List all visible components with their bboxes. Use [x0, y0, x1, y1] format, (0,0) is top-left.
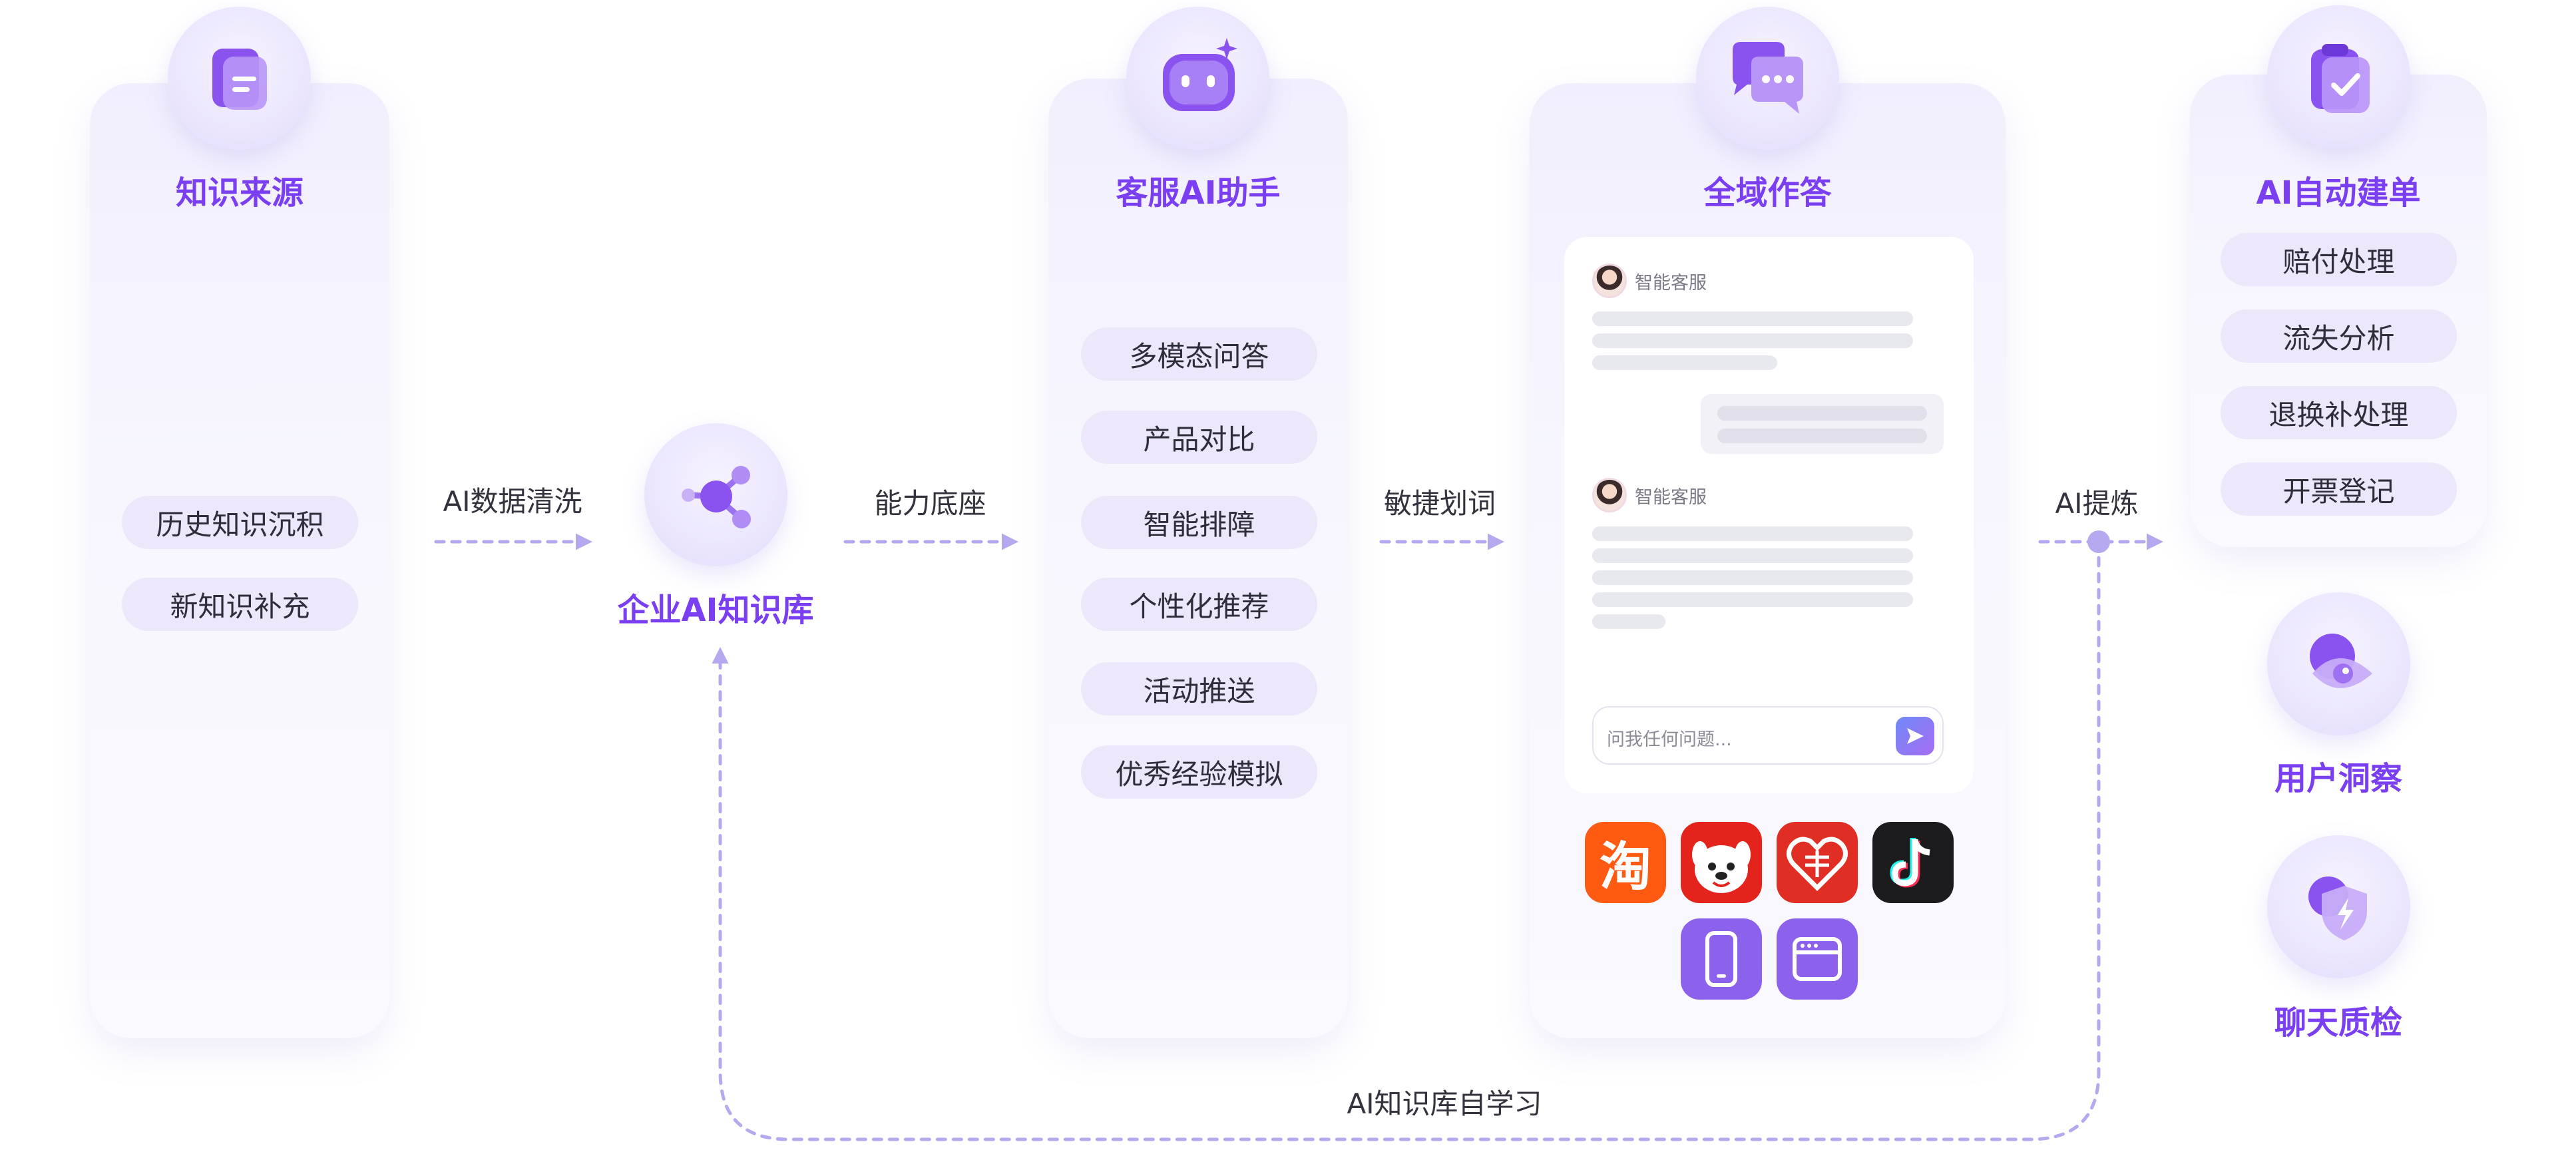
chat-bubbles-icon [1732, 41, 1803, 114]
message-placeholder-line [1592, 355, 1777, 370]
web-app-icon[interactable] [1777, 918, 1858, 1000]
message-placeholder-line [1717, 406, 1927, 421]
document-icon [212, 48, 267, 110]
taobao-app-icon[interactable]: 淘 [1585, 822, 1666, 903]
chat-input-placeholder: 问我任何问题... [1607, 729, 1732, 750]
chat-qa-icon-circle [2267, 835, 2410, 978]
browser-window-icon [1793, 937, 1842, 981]
auto-ticket-title: AI自动建单 [2256, 174, 2421, 212]
chat-window: 智能客服 智能客服 问我任何问题... [1564, 237, 1974, 793]
mobile-app-icon[interactable] [1681, 918, 1762, 1000]
message-placeholder-line [1592, 614, 1665, 629]
message-placeholder-line [1592, 526, 1913, 541]
loop-back-path [712, 540, 2101, 1141]
agent-avatar [1592, 264, 1627, 298]
send-icon [1907, 728, 1924, 744]
assistant-icon-circle [1126, 7, 1269, 150]
agent-name: 智能客服 [1635, 272, 1707, 293]
send-button[interactable] [1896, 717, 1934, 755]
chat-agent-header-1: 智能客服 [1592, 264, 1707, 298]
omni-answer-title: 全域作答 [1703, 174, 1832, 212]
assistant-title: 客服AI助手 [1116, 174, 1281, 212]
source-item-history: 历史知识沉积 [122, 496, 358, 549]
user-insight-icon-circle [2267, 592, 2410, 735]
message-placeholder-line [1592, 333, 1913, 348]
shield-bolt-icon [2308, 876, 2367, 940]
flow-label-refine: AI提炼 [2055, 487, 2139, 520]
flow-label-routing: 敏捷划词 [1383, 487, 1496, 520]
source-item-new: 新知识补充 [122, 578, 358, 631]
assistant-item-recommend: 个性化推荐 [1081, 578, 1317, 631]
assistant-item-experience: 优秀经验模拟 [1081, 745, 1317, 799]
chat-agent-header-2: 智能客服 [1592, 478, 1707, 512]
douyin-app-icon[interactable] [1872, 822, 1954, 903]
taobao-glyph: 淘 [1599, 837, 1651, 897]
flow-label-self-learning: AI知识库自学习 [1347, 1087, 1542, 1120]
message-placeholder-line [1717, 429, 1927, 443]
assistant-item-troubleshoot: 智能排障 [1081, 496, 1317, 549]
knowledge-source-title: 知识来源 [175, 174, 304, 212]
chat-input-box[interactable]: 问我任何问题... [1592, 706, 1944, 765]
assistant-item-compare: 产品对比 [1081, 411, 1317, 464]
flow-label-capability-base: 能力底座 [874, 487, 986, 520]
jd-dog-icon [1692, 841, 1751, 893]
ticket-item-return: 退换补处理 [2221, 386, 2457, 439]
knowledge-base-icon-circle [644, 423, 787, 566]
chat-qa-title: 聊天质检 [2274, 1004, 2402, 1042]
message-placeholder-line [1592, 548, 1913, 563]
user-insight-title: 用户洞察 [2274, 760, 2402, 797]
knowledge-base-title: 企业AI知识库 [617, 592, 814, 629]
assistant-item-multimodal: 多模态问答 [1081, 327, 1317, 381]
pinduoduo-app-icon[interactable] [1777, 822, 1858, 903]
mobile-phone-icon [1705, 931, 1737, 987]
message-placeholder-line [1592, 570, 1913, 585]
ticket-item-invoice: 开票登记 [2221, 463, 2457, 516]
message-placeholder-line [1592, 592, 1913, 607]
network-nodes-icon [681, 465, 751, 528]
auto-ticket-icon-circle [2267, 5, 2410, 148]
knowledge-source-card [90, 83, 389, 1038]
clipboard-check-icon [2310, 43, 2370, 113]
ticket-item-churn: 流失分析 [2221, 309, 2457, 363]
message-placeholder-line [1592, 311, 1913, 326]
user-message-bubble [1701, 394, 1944, 454]
douyin-note-icon [1890, 838, 1930, 888]
agent-name: 智能客服 [1635, 486, 1707, 508]
agent-avatar [1592, 478, 1627, 512]
jd-app-icon[interactable] [1681, 822, 1762, 903]
pinduoduo-heart-icon [1787, 837, 1848, 891]
assistant-item-promotion: 活动推送 [1081, 662, 1317, 715]
knowledge-source-icon-circle [168, 7, 311, 150]
ticket-item-compensation: 赔付处理 [2221, 233, 2457, 286]
loop-branch-dot [2087, 530, 2110, 553]
assistant-card [1048, 79, 1348, 1038]
flow-label-data-cleaning: AI数据清洗 [443, 485, 582, 518]
omni-answer-icon-circle [1696, 7, 1839, 150]
eye-icon [2309, 633, 2372, 688]
robot-icon [1162, 37, 1237, 111]
